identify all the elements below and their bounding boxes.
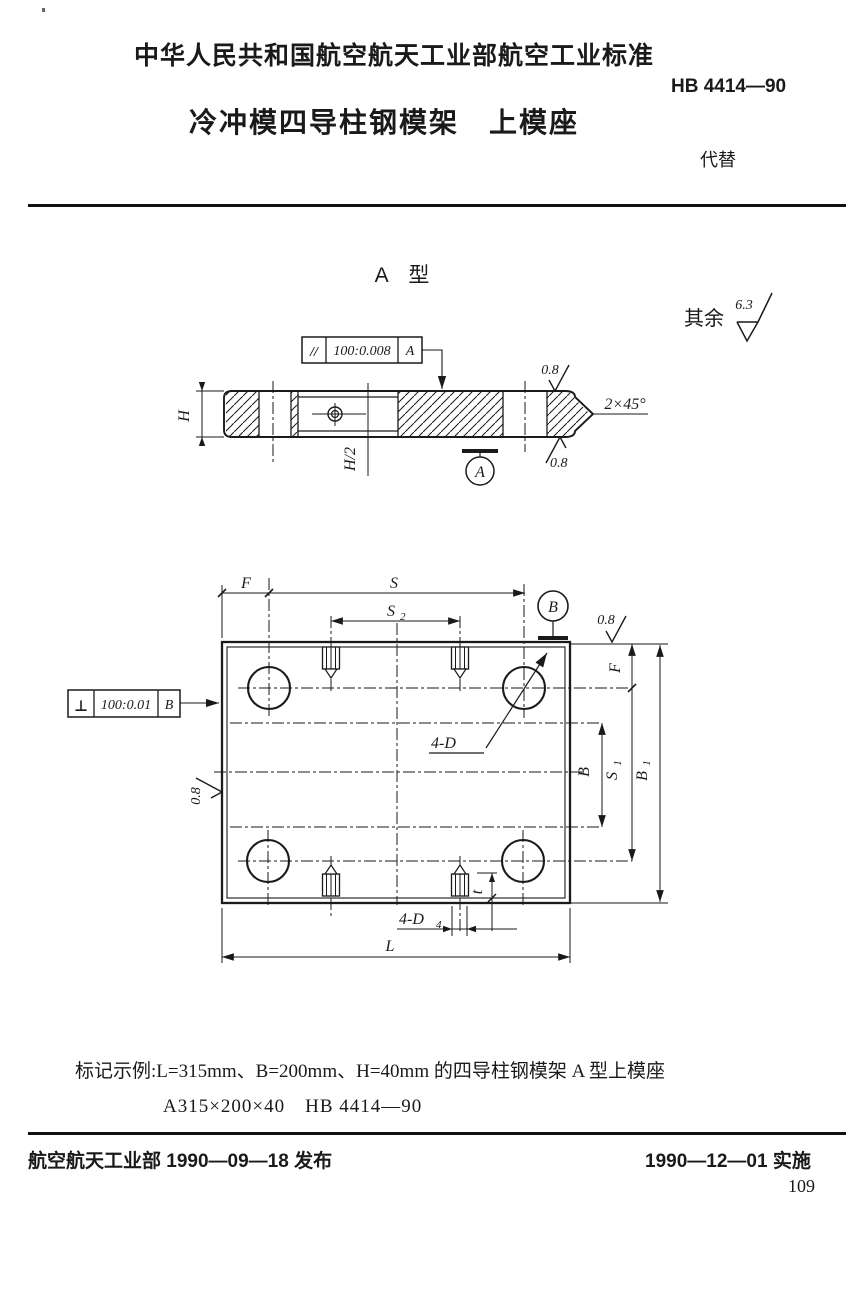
marking-example-line1: 标记示例:L=315mm、B=200mm、H=40mm 的四导柱钢模架 A 型上… <box>75 1061 666 1082</box>
page-number: 109 <box>788 1176 815 1196</box>
perpendicularity-value: 100:0.01 <box>101 698 151 713</box>
holes-label: 4-D <box>431 735 456 752</box>
screw-bottom-left <box>321 863 341 897</box>
guide-pillar-holes <box>245 665 547 884</box>
section-hatching <box>226 392 590 436</box>
screw-holes-label: 4-D <box>399 911 424 928</box>
chamfer-label: 2×45° <box>604 396 646 413</box>
footer-implemented: 1990—12—01 实施 <box>645 1151 811 1172</box>
section-view: H H/2 // 100:0.008 A 0.8 <box>176 336 648 486</box>
general-roughness-prefix: 其余 <box>684 307 724 330</box>
screw-plug-symbols <box>321 646 470 897</box>
section-center-hole <box>312 403 366 426</box>
dim-L: L <box>221 908 571 963</box>
replaces-label: 代替 <box>700 150 736 170</box>
header-divider <box>28 204 846 207</box>
roughness-top-value: 0.8 <box>541 363 559 378</box>
screw-top-left <box>321 646 341 680</box>
roughness-tr-value: 0.8 <box>597 613 615 628</box>
view-type-label: A 型 <box>375 264 430 287</box>
dim-H-label: H <box>176 409 193 423</box>
page-artifact-dot <box>42 8 45 12</box>
dim-F-top-label: F <box>240 575 251 592</box>
hole-top-left <box>246 665 292 711</box>
footer-divider <box>28 1132 846 1135</box>
perpendicularity-tolerance-frame: ⊥ 100:0.01 B <box>67 689 219 718</box>
datum-A-label: A <box>474 464 485 481</box>
parallelism-symbol-icon: // <box>309 345 319 360</box>
parallelism-tolerance-frame: // 100:0.008 A <box>301 336 447 389</box>
standard-code: HB 4414—90 <box>671 76 787 97</box>
hole-bottom-right <box>500 838 546 884</box>
dim-H: H <box>176 382 224 446</box>
plan-view: F S S 2 B 0.8 <box>67 575 668 963</box>
datum-B-label: B <box>548 599 558 616</box>
general-roughness-value: 6.3 <box>735 298 753 313</box>
dim-F-S-top: F S <box>217 575 525 638</box>
section-centerlines <box>272 381 526 462</box>
screw-holes-callout-4D4: 4-D 4 <box>397 906 517 936</box>
plan-roughness-top-right: 0.8 <box>597 613 627 644</box>
dim-F-right-label: F <box>607 663 624 674</box>
chamfer-callout: 2×45° <box>593 396 648 415</box>
document-title: 冷冲模四导柱钢模架 上模座 <box>189 107 580 138</box>
footer-issued: 航空航天工业部 1990—09—18 发布 <box>28 1151 333 1172</box>
dim-S1-sub: 1 <box>612 760 624 766</box>
section-roughness-bottom: 0.8 <box>545 435 568 471</box>
dim-t: t <box>469 872 497 931</box>
dim-H2: H/2 <box>342 383 369 476</box>
dim-B1-label: B <box>634 771 651 781</box>
plan-roughness-left: 0.8 <box>189 777 224 805</box>
parallelism-value: 100:0.008 <box>333 344 390 359</box>
dim-H2-label: H/2 <box>342 447 359 472</box>
dim-S2: S 2 <box>331 603 460 625</box>
screw-holes-sub: 4 <box>436 919 442 931</box>
right-dimensions: F B S 1 B 1 <box>570 643 668 904</box>
dim-S-label: S <box>390 575 398 592</box>
marking-example-line2: A315×200×40 HB 4414—90 <box>163 1096 423 1117</box>
dim-S2-label: S <box>387 603 395 620</box>
section-internal-edges <box>258 391 548 437</box>
parallelism-datum-ref: A <box>405 344 415 359</box>
dim-B-label: B <box>576 767 593 777</box>
dim-t-label: t <box>469 889 486 894</box>
standard-org-line: 中华人民共和国航空航天工业部航空工业标准 <box>134 42 655 70</box>
perpendicularity-symbol-icon: ⊥ <box>74 697 88 715</box>
roughness-left-value: 0.8 <box>189 787 204 805</box>
screw-bottom-right <box>450 863 470 897</box>
holes-callout-4D: 4-D <box>429 652 548 754</box>
section-roughness-top: 0.8 <box>541 363 570 393</box>
hole-top-right <box>501 665 547 711</box>
general-roughness-note: 其余 6.3 <box>684 292 773 343</box>
dim-S1-label: S <box>604 772 621 780</box>
dim-B1-sub: 1 <box>641 760 653 766</box>
hole-bottom-left <box>245 838 291 884</box>
screw-top-right <box>450 646 470 680</box>
roughness-bottom-value: 0.8 <box>550 456 568 471</box>
dim-S2-sub: 2 <box>400 611 406 623</box>
perpendicularity-datum-ref: B <box>165 698 174 713</box>
datum-A: A <box>462 449 498 486</box>
technical-drawing: A 型 其余 6.3 <box>67 264 773 963</box>
roughness-symbol-icon <box>736 292 773 343</box>
dim-L-label: L <box>385 938 395 955</box>
datum-B: B <box>537 590 569 640</box>
